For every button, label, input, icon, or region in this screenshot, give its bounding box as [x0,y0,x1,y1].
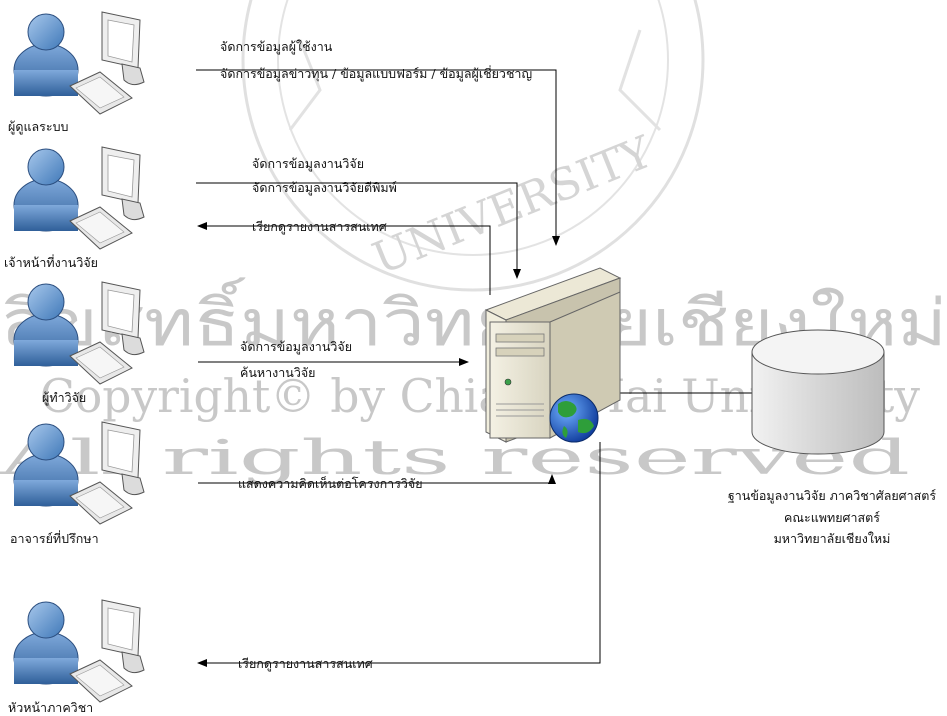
label-staff-1: จัดการข้อมูลงานวิจัย [252,156,364,172]
actor-department-head: หัวหน้าภาควิชา [8,599,145,715]
actor-admin: ผู้ดูแลระบบ [8,11,145,135]
server-icon [484,267,622,443]
database-label-1: ฐานข้อมูลงานวิจัย ภาควิชาศัลยศาสตร์ [728,488,936,504]
label-admin-2: จัดการข้อมูลข่าวทุน / ข้อมูลแบบฟอร์ม / ข… [220,65,532,82]
actor-department-head-label: หัวหน้าภาควิชา [8,700,93,715]
actor-advisor-label: อาจารย์ที่ปรึกษา [10,530,99,546]
server-to-head-report-arrow [197,442,601,667]
label-staff-2: จัดการข้อมูลงานวิจัยตีพิมพ์ [252,180,397,196]
label-staff-report: เรียกดูรายงานสารสนเทศ [252,219,387,235]
database-label-3: มหาวิทยาลัยเชียงใหม่ [774,531,891,546]
actor-researcher: ผู้ทำวิจัย [13,281,145,406]
advisor-to-server-arrow [198,474,556,484]
user-computer-icon [13,599,145,703]
label-researcher-1: จัดการข้อมูลงานวิจัย [240,339,352,355]
actor-research-staff-label: เจ้าหน้าที่งานวิจัย [4,254,98,270]
label-admin-1: จัดการข้อมูลผู้ใช้งาน [220,39,333,55]
staff-to-server-arrow [196,182,521,279]
label-advisor-1: แสดงความคิดเห็นต่อโครงการวิจัย [238,476,423,491]
actor-researcher-label: ผู้ทำวิจัย [42,390,86,406]
watermark-university-arc: UNIVERSITY [366,126,660,284]
label-head-report: เรียกดูรายงานสารสนเทศ [238,656,373,672]
server-to-staff-report-arrow [197,222,491,295]
label-researcher-2: ค้นหางานวิจัย [240,365,316,380]
database-label-2: คณะแพทยศาสตร์ [784,510,880,525]
actor-research-staff: เจ้าหน้าที่งานวิจัย [4,146,145,270]
actor-admin-label: ผู้ดูแลระบบ [8,119,69,135]
actor-advisor: อาจารย์ที่ปรึกษา [10,421,145,546]
connectors [196,69,752,667]
admin-to-server-arrow [196,69,560,246]
user-computer-icon [13,11,145,115]
user-computer-icon [13,146,145,250]
globe-icon [549,393,599,443]
database-icon [751,329,885,455]
